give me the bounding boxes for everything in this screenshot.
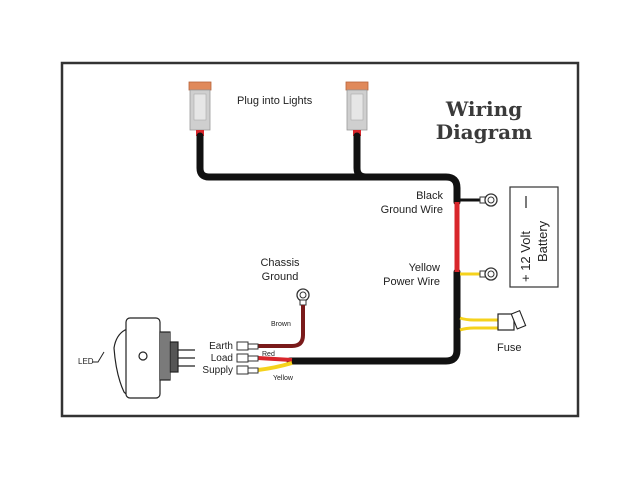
- ring-terminal-chassis: [296, 288, 310, 306]
- spade-terminal-load: [236, 353, 259, 363]
- fuse-wires: [459, 316, 498, 332]
- fuse-label: Fuse: [497, 342, 521, 354]
- earth-label: Earth: [209, 341, 233, 352]
- spade-terminal-supply: [236, 365, 259, 375]
- yellow-power-label-1: Yellow: [409, 262, 440, 274]
- supply-label: Supply: [202, 365, 233, 376]
- plug-label: Plug into Lights: [237, 95, 313, 107]
- brown-wire: [258, 305, 305, 348]
- battery-box: [509, 186, 559, 288]
- brown-label: Brown: [271, 321, 291, 328]
- black-ground-label-1: Black: [416, 190, 443, 202]
- red-wire: [257, 356, 293, 362]
- black-ground-label-2: Ground Wire: [381, 204, 443, 216]
- light-plug-left: [188, 81, 212, 136]
- spade-terminal-earth: [236, 341, 259, 351]
- yellow-wire: [257, 361, 293, 372]
- battery-label-2: Battery: [535, 220, 550, 262]
- red-label: Red: [262, 351, 275, 358]
- rocker-switch: [113, 317, 195, 399]
- main-harness: [196, 132, 461, 365]
- led-pointer: [92, 351, 105, 363]
- title-line1: Wiring: [445, 97, 522, 121]
- light-plug-right: [345, 81, 369, 136]
- ring-terminal-ground: [479, 193, 498, 207]
- fuse-holder: [497, 309, 527, 331]
- battery-label-1: + 12 Volt: [518, 231, 533, 282]
- yellow-label: Yellow: [273, 375, 294, 382]
- chassis-label-1: Chassis: [260, 257, 300, 269]
- load-label: Load: [211, 353, 233, 364]
- led-label: LED: [78, 357, 94, 366]
- title-line2: Diagram: [436, 120, 533, 144]
- ring-terminal-power: [479, 267, 498, 281]
- yellow-power-label-2: Power Wire: [383, 276, 440, 288]
- chassis-label-2: Ground: [262, 271, 299, 283]
